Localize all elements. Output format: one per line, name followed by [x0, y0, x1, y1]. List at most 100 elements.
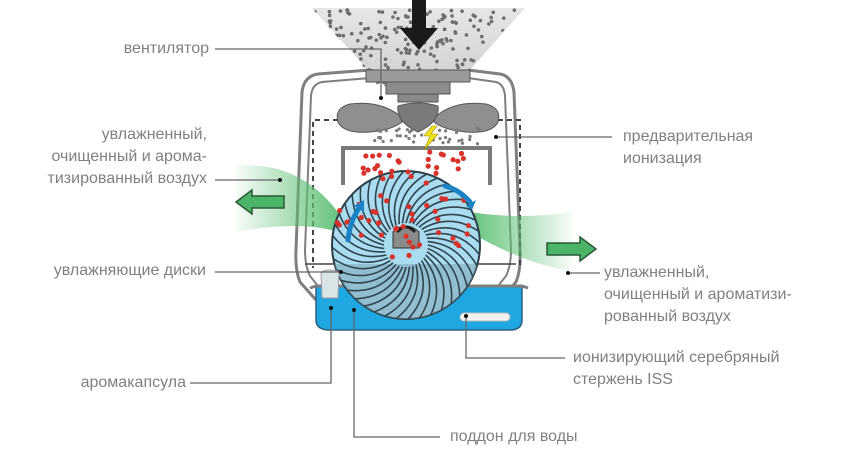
particle: [377, 9, 381, 14]
particle: [327, 9, 332, 14]
particle: [381, 139, 385, 144]
disc-blade: [427, 240, 474, 277]
particle: [326, 76, 331, 81]
particle: [501, 16, 506, 20]
particle: [428, 10, 432, 14]
particle: [489, 85, 494, 86]
ion: [432, 208, 438, 214]
particle: [407, 51, 411, 55]
ion: [380, 176, 386, 182]
dust-particles: [373, 126, 481, 146]
ion: [375, 220, 382, 226]
ion: [435, 229, 442, 236]
particle: [437, 128, 442, 132]
rotation-arrow-head-right: [466, 200, 476, 210]
particle: [479, 34, 484, 39]
particle: [398, 134, 402, 138]
particle: [508, 26, 513, 30]
label-line: ионизирующий серебряный: [573, 349, 780, 366]
ion: [456, 242, 462, 249]
disc-blade: [418, 260, 431, 319]
particle: [338, 9, 343, 13]
humidifying-discs: [331, 170, 481, 320]
particle: [460, 141, 465, 145]
particle: [326, 76, 331, 81]
particle: [378, 20, 383, 25]
disc-blade: [332, 235, 387, 258]
particle: [487, 22, 491, 26]
disc-blade: [412, 198, 465, 225]
ion: [388, 173, 395, 179]
particle: [512, 8, 517, 12]
particle: [379, 129, 383, 133]
disc-blade: [405, 183, 448, 224]
ion: [455, 158, 461, 164]
particle: [443, 135, 448, 140]
leader-dots: [278, 96, 570, 318]
ion: [410, 244, 416, 250]
particle: [482, 66, 487, 71]
particle: [334, 33, 338, 38]
particle: [346, 11, 350, 15]
rotation-arrow-head-left: [354, 200, 364, 212]
particle: [394, 30, 399, 34]
particle: [369, 53, 373, 58]
ion: [406, 204, 412, 210]
particle: [337, 65, 341, 69]
disc-blade: [374, 174, 389, 233]
particle: [441, 41, 445, 46]
particle: [349, 31, 354, 36]
particle: [373, 138, 377, 143]
disc-blade: [332, 246, 389, 264]
particle: [483, 56, 488, 60]
ion: [409, 217, 415, 223]
particle: [456, 128, 460, 132]
ion: [460, 155, 466, 162]
particle: [359, 57, 363, 61]
particle: [449, 38, 453, 43]
disc-blade: [374, 266, 411, 313]
particle: [312, 43, 314, 47]
particle: [378, 136, 383, 140]
particle: [334, 27, 339, 31]
label-water-tray: поддон для воды: [450, 426, 578, 448]
ion: [360, 165, 366, 171]
particle: [364, 45, 368, 49]
particle: [337, 33, 342, 38]
particle: [460, 9, 464, 13]
particle: [367, 82, 371, 86]
particle: [516, 77, 521, 82]
particle: [399, 51, 404, 55]
particle: [329, 35, 333, 40]
particle: [437, 19, 441, 23]
particle: [380, 10, 385, 14]
ion: [424, 202, 430, 209]
particle: [468, 134, 472, 139]
particle: [416, 63, 420, 67]
ion: [450, 235, 456, 241]
particle: [338, 64, 343, 69]
particle: [476, 28, 481, 32]
disc-blade: [338, 213, 385, 250]
particle: [361, 64, 365, 69]
label-line: увлажняющие диски: [53, 262, 206, 279]
ion: [455, 166, 461, 172]
ion: [372, 165, 378, 172]
particle: [321, 35, 325, 40]
particle: [327, 19, 332, 24]
particle: [341, 33, 346, 38]
particle: [408, 20, 413, 25]
particle: [316, 52, 321, 56]
label-humidifying-discs: увлажняющие диски: [54, 260, 206, 282]
ion: [358, 232, 364, 238]
particle: [486, 66, 490, 70]
particle: [445, 39, 449, 43]
disc-blade: [381, 171, 394, 230]
particle: [489, 15, 493, 20]
particle: [395, 129, 399, 133]
particle: [404, 51, 409, 55]
disc-blade: [426, 251, 453, 304]
particle: [468, 137, 472, 142]
particle: [499, 60, 504, 65]
ion: [370, 153, 376, 159]
